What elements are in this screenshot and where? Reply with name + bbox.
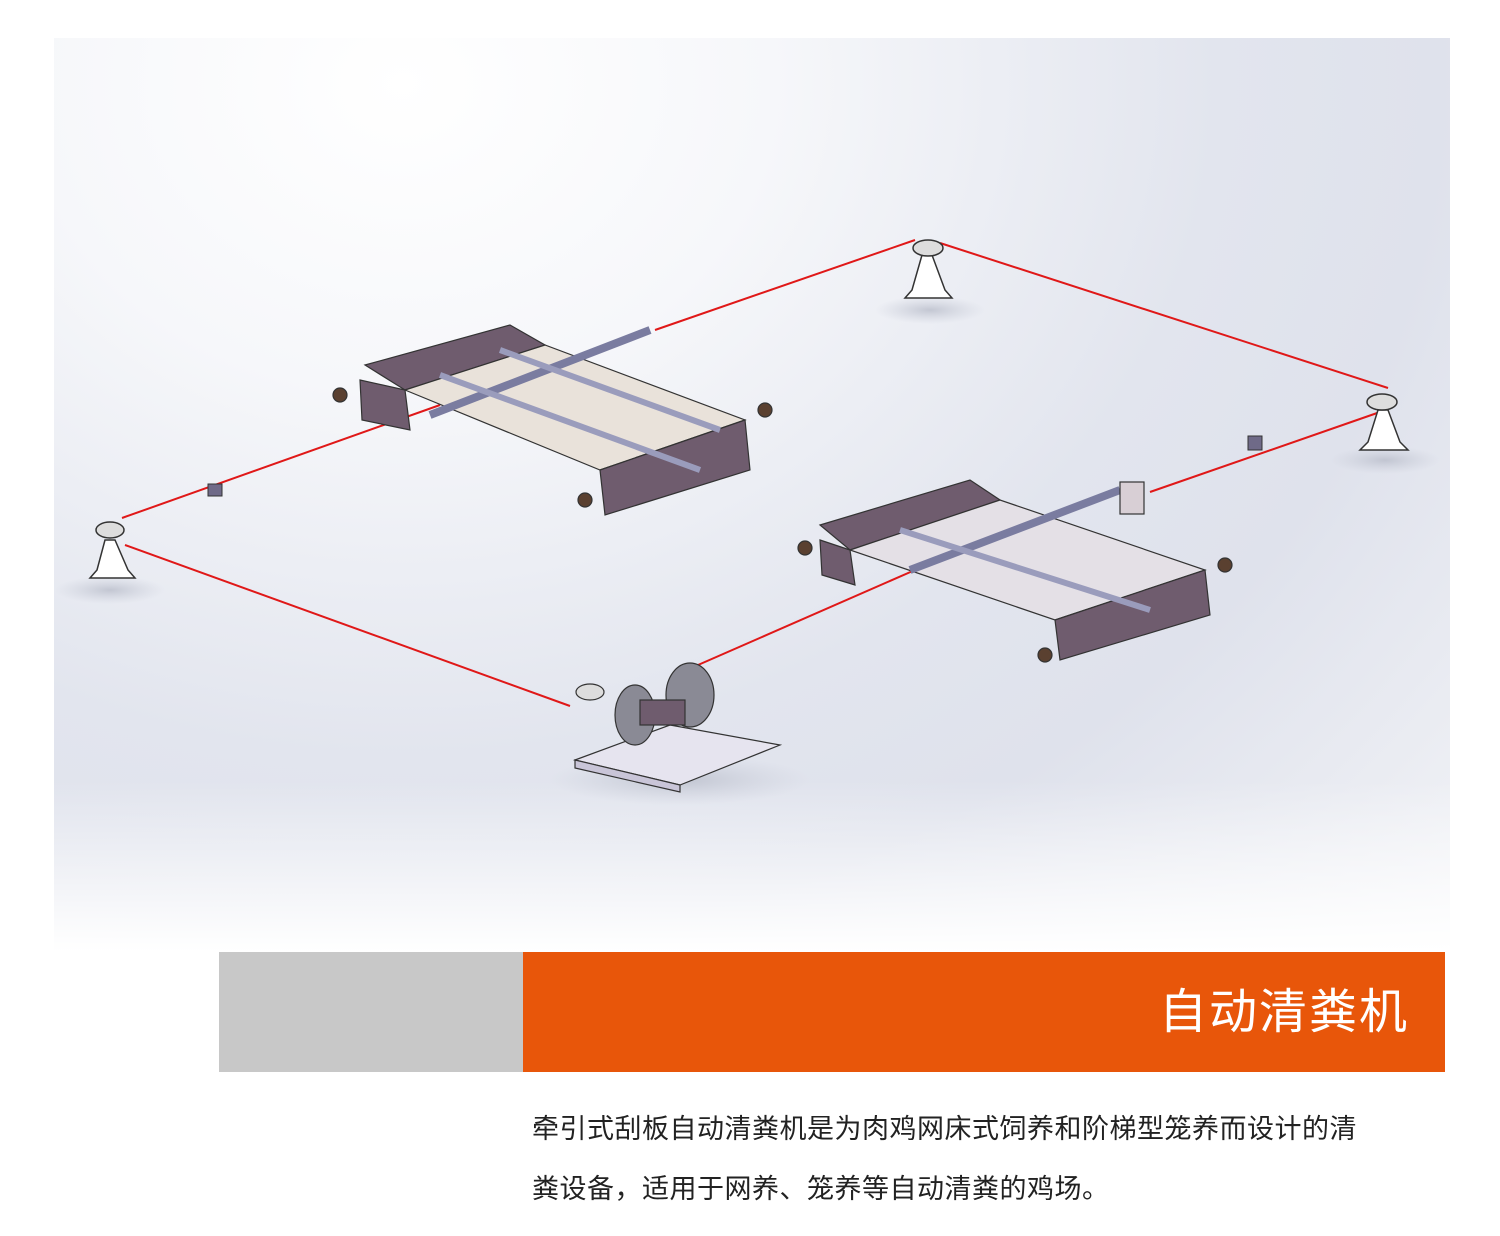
corner-pulley bbox=[88, 521, 137, 579]
cable-guide bbox=[1247, 435, 1263, 451]
title-banner: 自动清粪机 bbox=[523, 952, 1445, 1072]
scraper-frame bbox=[797, 479, 1233, 663]
drive-motor-unit bbox=[572, 662, 783, 793]
banner-side-block bbox=[219, 952, 523, 1072]
cable-guide bbox=[207, 483, 223, 497]
floor-shadow bbox=[875, 296, 985, 324]
traction-cable bbox=[121, 239, 1389, 707]
floor-shadow bbox=[55, 576, 165, 604]
floor-shadow bbox=[1330, 446, 1440, 474]
illustration-fade bbox=[54, 780, 1450, 952]
corner-pulley bbox=[903, 239, 954, 299]
manure-cleaner-illustration bbox=[55, 239, 1440, 805]
product-title: 自动清粪机 bbox=[1158, 984, 1409, 1040]
product-description: 牵引式刮板自动清粪机是为肉鸡网床式饲养和阶梯型笼养而设计的清 粪设备，适用于网养… bbox=[532, 1100, 1432, 1220]
description-line-2: 粪设备，适用于网养、笼养等自动清粪的鸡场。 bbox=[532, 1174, 1110, 1205]
corner-pulley bbox=[1358, 393, 1410, 451]
description-line-1: 牵引式刮板自动清粪机是为肉鸡网床式饲养和阶梯型笼养而设计的清 bbox=[532, 1114, 1357, 1145]
scraper-frame bbox=[332, 324, 773, 516]
